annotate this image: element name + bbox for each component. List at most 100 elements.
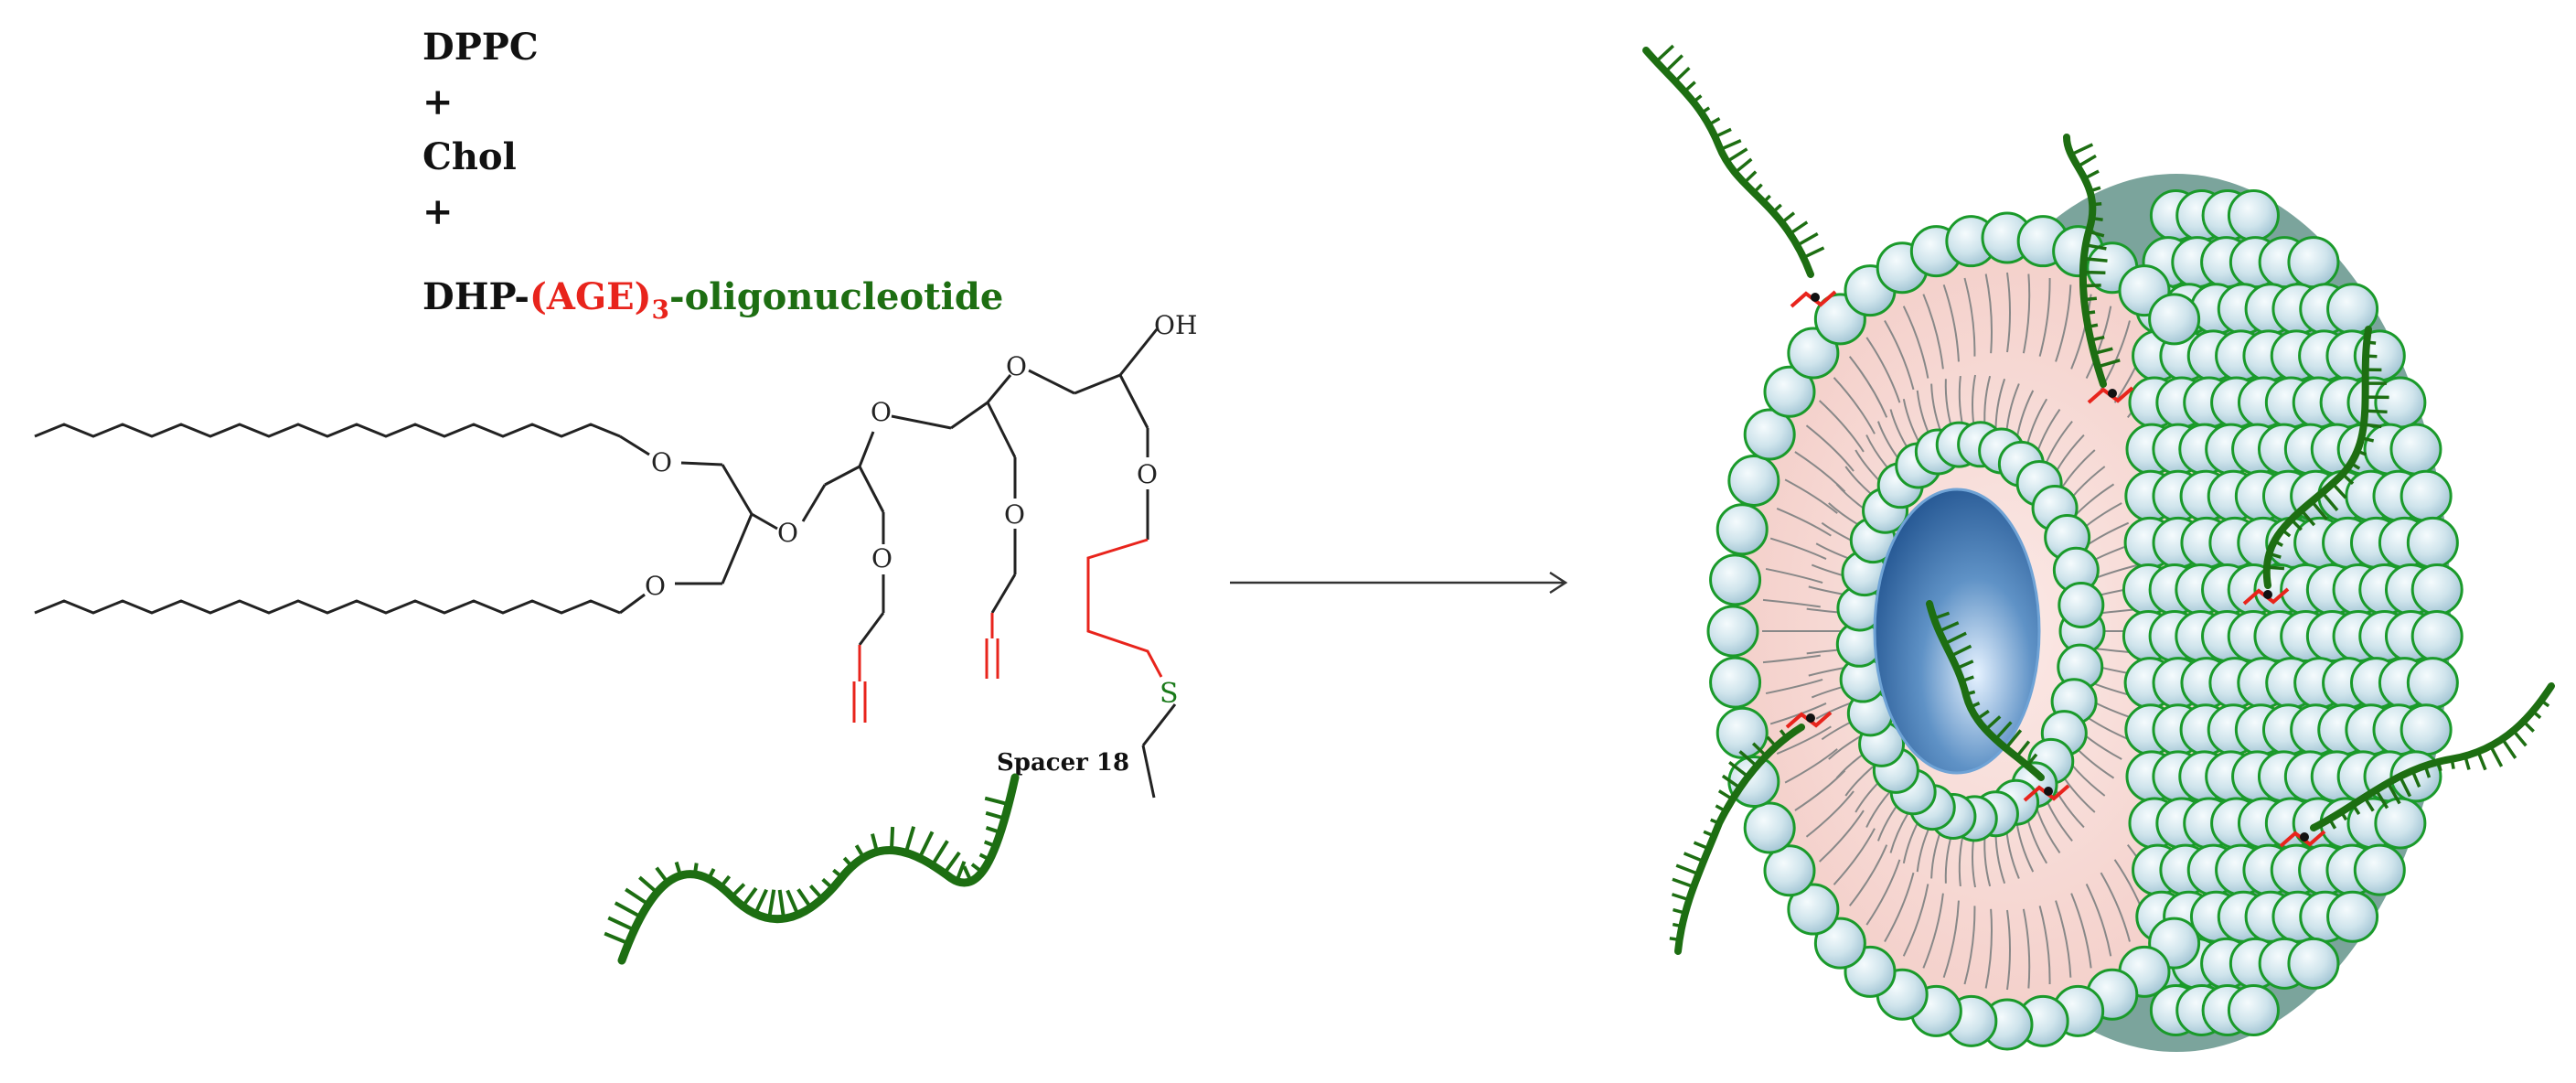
dna-base-tick bbox=[2489, 745, 2504, 767]
lipid-tail bbox=[1833, 828, 1876, 885]
dna-base-tick bbox=[719, 874, 732, 888]
lipid-tail bbox=[1942, 284, 1960, 362]
dna-base-tick bbox=[2339, 810, 2348, 821]
lipid-headgroup-sphere bbox=[1743, 408, 1796, 461]
dna-base-tick bbox=[1789, 220, 1809, 235]
dna-base-tick bbox=[2268, 552, 2282, 559]
lipid-tail bbox=[2100, 872, 2131, 942]
dna-base-tick bbox=[767, 889, 776, 919]
anchor-dot bbox=[2300, 832, 2309, 842]
dna-base-tick bbox=[1751, 742, 1768, 757]
dna-base-tick bbox=[1961, 675, 1974, 683]
dna-base-tick bbox=[1683, 80, 1696, 93]
dna-base-tick bbox=[978, 852, 991, 862]
dna-base-tick bbox=[2321, 491, 2339, 512]
dna-base-tick bbox=[2366, 354, 2378, 359]
bond bbox=[751, 512, 778, 531]
lipid-headgroup-sphere bbox=[2410, 610, 2464, 663]
dna-base-tick bbox=[2357, 449, 2367, 456]
dna-base-tick bbox=[1728, 760, 1749, 778]
dna-base-tick bbox=[1802, 246, 1825, 260]
dna-base-tick bbox=[2091, 216, 2103, 222]
dna-base-tick bbox=[2476, 751, 2487, 771]
dna-base-tick bbox=[1965, 690, 1976, 696]
dna-base-tick bbox=[1726, 147, 1748, 164]
dna-base-tick bbox=[1950, 644, 1972, 658]
dna-base-tick bbox=[983, 840, 997, 848]
dna-base-tick bbox=[786, 889, 800, 916]
dna-base-tick bbox=[1669, 937, 1680, 942]
lipid-headgroup-sphere bbox=[2227, 189, 2280, 242]
lipid-headgroup-sphere bbox=[2227, 983, 2280, 1036]
dna-base-tick bbox=[2266, 565, 2285, 571]
lipid-tail bbox=[1963, 277, 1976, 357]
dna-base-tick bbox=[2093, 347, 2113, 356]
bond bbox=[721, 513, 754, 584]
lipid-headgroup-sphere bbox=[1706, 605, 1759, 658]
lipid-headgroup-sphere bbox=[2326, 890, 2379, 943]
lipid-headgroup-sphere bbox=[2400, 703, 2453, 756]
dna-base-tick bbox=[821, 877, 834, 890]
lipid-tail bbox=[2022, 908, 2031, 989]
lipid-tail bbox=[1776, 508, 1832, 537]
dna-base-tick bbox=[604, 931, 629, 946]
lipid-headgroup-sphere bbox=[1709, 553, 1762, 606]
dna-base-tick bbox=[1672, 877, 1694, 889]
lipid-tail bbox=[1865, 859, 1901, 926]
dna-base-tick bbox=[2300, 509, 2316, 527]
lipid-headgroup-sphere bbox=[1763, 844, 1816, 897]
alkyl-chain-top bbox=[34, 423, 621, 438]
anchor-dot bbox=[1806, 713, 1815, 723]
bond bbox=[950, 401, 989, 430]
lipid-tail bbox=[1902, 884, 1929, 957]
dna-base-tick bbox=[1721, 774, 1741, 789]
atom-labels: O O O O O O O O OH S Spacer 18 bbox=[645, 310, 1197, 777]
lipid-headgroup-sphere bbox=[2148, 293, 2201, 346]
dna-base-tick bbox=[638, 875, 658, 895]
bond bbox=[1118, 328, 1159, 376]
dna-base-tick bbox=[2328, 818, 2337, 830]
dna-base-tick bbox=[1675, 863, 1699, 876]
lipid-tail bbox=[1984, 908, 1993, 989]
bond bbox=[824, 465, 860, 487]
dna-base-tick bbox=[2083, 169, 2100, 180]
dna-base-tick bbox=[2522, 720, 2535, 733]
lipid-tail bbox=[1805, 790, 1855, 838]
dna-base-tick bbox=[1771, 203, 1782, 214]
lipid-tail bbox=[1765, 567, 1823, 584]
dna-base-tick bbox=[1683, 852, 1705, 863]
dna-base-tick bbox=[1976, 709, 1990, 721]
dna-base-tick bbox=[1717, 789, 1734, 801]
dna-base-tick bbox=[2374, 788, 2389, 810]
bond bbox=[680, 461, 723, 466]
atom-o-6: O bbox=[1006, 351, 1027, 381]
anchor-dot bbox=[2108, 389, 2117, 398]
dna-base-tick bbox=[1984, 715, 2002, 732]
dna-base-tick bbox=[2281, 528, 2292, 538]
bond bbox=[986, 402, 1017, 458]
lipid-tail bbox=[1848, 844, 1888, 906]
atom-o-8: O bbox=[1137, 459, 1158, 489]
lipid-anchors bbox=[1785, 290, 2326, 848]
dna-base-tick bbox=[2366, 340, 2377, 345]
dna-base-tick bbox=[655, 866, 669, 884]
lipid-headgroup-sphere bbox=[1813, 917, 1866, 970]
dna-base-tick bbox=[889, 826, 895, 851]
lipid-headgroup-sphere-inner bbox=[2058, 581, 2105, 628]
dna-base-tick bbox=[2015, 740, 2031, 758]
bond bbox=[801, 484, 827, 522]
dna-base-tick bbox=[1734, 157, 1753, 175]
dna-base-tick bbox=[962, 865, 973, 883]
dna-strand bbox=[2310, 682, 2555, 831]
bond bbox=[619, 593, 646, 615]
bond bbox=[858, 612, 885, 646]
lipid-tail bbox=[2006, 909, 2011, 991]
dna-base-tick bbox=[2004, 729, 2023, 750]
atom-sulfur: S bbox=[1160, 678, 1179, 710]
lipid-headgroup-sphere bbox=[2406, 657, 2459, 710]
lipid-tail bbox=[1833, 377, 1876, 434]
lipid-tail bbox=[1784, 478, 1838, 514]
allyl-groups bbox=[852, 538, 1163, 723]
lipid-tail bbox=[1819, 400, 1865, 453]
